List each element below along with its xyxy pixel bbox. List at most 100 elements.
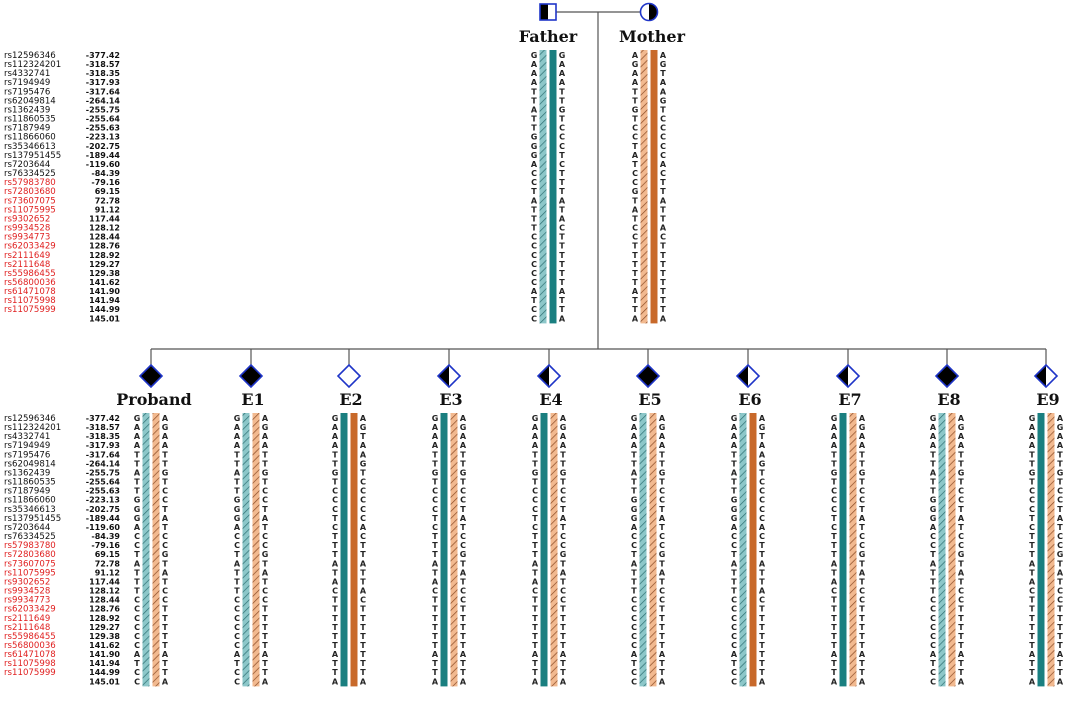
- allele-left: C: [631, 668, 637, 677]
- allele-right: A: [958, 677, 965, 686]
- allele-left: A: [1029, 441, 1036, 450]
- allele-left: C: [631, 641, 637, 650]
- allele-left: T: [831, 596, 837, 605]
- marker-position: -255.75: [86, 468, 121, 477]
- allele-left: G: [831, 468, 838, 477]
- allele-right: T: [859, 559, 865, 568]
- haplotype-bar-left: [142, 413, 150, 687]
- allele-left: A: [930, 559, 937, 568]
- allele-right: T: [162, 478, 168, 487]
- allele-left: A: [632, 314, 639, 323]
- allele-left: C: [134, 614, 140, 623]
- allele-left: C: [134, 632, 140, 641]
- allele-right: T: [958, 668, 964, 677]
- allele-left: G: [731, 496, 738, 505]
- allele-right: T: [360, 659, 366, 668]
- allele-left: T: [531, 296, 537, 305]
- symbol-border: [639, 2, 659, 22]
- marker-id: rs7194949: [4, 441, 50, 451]
- symbol-border: [539, 3, 557, 21]
- allele-right: T: [559, 178, 565, 187]
- allele-left: A: [1029, 650, 1036, 659]
- allele-left: C: [731, 541, 737, 550]
- allele-left: A: [1029, 559, 1036, 568]
- allele-left: C: [930, 541, 936, 550]
- allele-left: T: [831, 514, 837, 523]
- allele-right: G: [262, 550, 269, 559]
- marker-id: rs11866060: [4, 133, 56, 143]
- allele-right: T: [460, 632, 466, 641]
- allele-right: A: [262, 568, 269, 577]
- allele-right: T: [360, 605, 366, 614]
- allele-right: A: [759, 559, 766, 568]
- marker-position: -317.93: [86, 441, 120, 450]
- father-label: Father: [519, 27, 578, 46]
- allele-right: T: [262, 505, 268, 514]
- allele-right: A: [859, 441, 866, 450]
- allele-left: A: [1029, 677, 1036, 686]
- allele-right: A: [560, 650, 567, 659]
- allele-left: T: [930, 568, 936, 577]
- marker-position: -318.57: [86, 423, 120, 432]
- allele-left: T: [731, 568, 737, 577]
- allele-left: T: [531, 124, 537, 133]
- allele-left: C: [731, 532, 737, 541]
- allele-left: C: [332, 496, 338, 505]
- allele-right: T: [859, 577, 865, 586]
- allele-right: A: [759, 677, 766, 686]
- symbol-fill: [438, 365, 449, 387]
- allele-right: G: [559, 105, 566, 114]
- allele-left: A: [532, 441, 539, 450]
- haplotype-bar-right: [450, 413, 458, 687]
- allele-left: C: [631, 541, 637, 550]
- allele-left: T: [831, 632, 837, 641]
- allele-right: T: [360, 577, 366, 586]
- child-symbol-e3: [436, 363, 462, 389]
- allele-right: T: [360, 632, 366, 641]
- allele-right: T: [660, 178, 666, 187]
- marker-id: rs11860535: [4, 115, 56, 125]
- allele-right: A: [859, 414, 866, 423]
- allele-left: T: [234, 450, 240, 459]
- allele-right: C: [958, 596, 964, 605]
- allele-left: T: [632, 269, 638, 278]
- allele-left: C: [234, 641, 240, 650]
- child-symbol-e7: [835, 363, 861, 389]
- allele-right: T: [659, 577, 665, 586]
- allele-left: A: [332, 650, 339, 659]
- allele-left: T: [432, 614, 438, 623]
- allele-left: T: [1029, 568, 1035, 577]
- marker-id: rs62049814: [4, 459, 56, 469]
- marker-id: rs7195476: [4, 87, 50, 97]
- allele-left: C: [930, 596, 936, 605]
- marker-id: rs35346613: [4, 505, 56, 515]
- allele-right: T: [958, 459, 964, 468]
- allele-left: A: [1029, 577, 1036, 586]
- child-label-e6: E6: [738, 390, 761, 409]
- allele-left: T: [432, 532, 438, 541]
- allele-left: C: [632, 178, 638, 187]
- allele-right: A: [162, 650, 169, 659]
- haplotype-bar-right: [650, 50, 658, 324]
- marker-position: -223.13: [86, 133, 120, 142]
- allele-left: A: [632, 205, 639, 214]
- allele-right: T: [559, 187, 565, 196]
- allele-left: G: [930, 496, 937, 505]
- allele-left: A: [831, 441, 838, 450]
- allele-right: A: [859, 514, 866, 523]
- allele-left: A: [831, 423, 838, 432]
- allele-left: T: [1029, 532, 1035, 541]
- marker-id: rs76334525: [4, 169, 56, 179]
- marker-position: 129.27: [89, 623, 120, 632]
- allele-right: A: [659, 650, 666, 659]
- allele-left: A: [731, 423, 738, 432]
- allele-left: T: [1029, 659, 1035, 668]
- symbol-fill: [140, 365, 162, 387]
- allele-left: T: [532, 659, 538, 668]
- allele-right: T: [262, 577, 268, 586]
- allele-left: T: [631, 577, 637, 586]
- allele-left: T: [332, 596, 338, 605]
